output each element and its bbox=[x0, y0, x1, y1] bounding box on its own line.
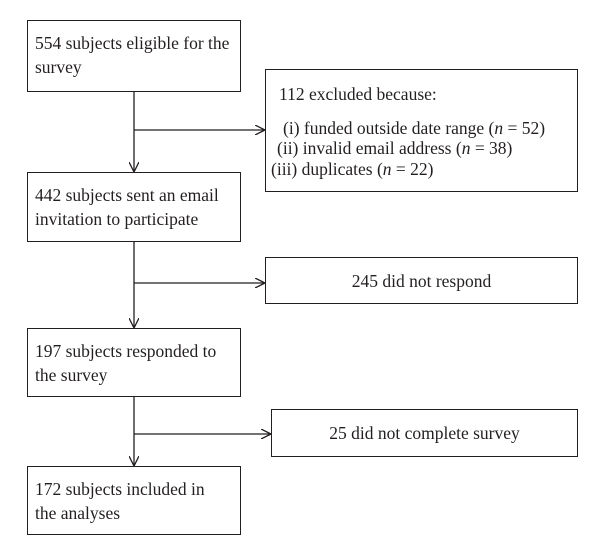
reason-3-value: = 22) bbox=[391, 159, 434, 179]
no-response-box bbox=[265, 257, 578, 304]
reason-1-text: funded outside date range ( bbox=[303, 118, 495, 138]
reason-3-text: duplicates ( bbox=[301, 159, 383, 179]
incomplete-text: 25 did not complete survey bbox=[329, 423, 520, 443]
responded-box bbox=[27, 328, 241, 397]
responded-line2: the survey bbox=[35, 365, 108, 385]
reason-2-n: n bbox=[461, 138, 471, 158]
reason-2-text: invalid email address ( bbox=[302, 138, 462, 158]
excluded-reason-3: (iii) duplicates (n = 22) bbox=[271, 157, 433, 181]
excluded-reason-2: (ii) invalid email address (n = 38) bbox=[277, 136, 512, 160]
excluded-reason-1: (i) funded outside date range (n = 52) bbox=[283, 116, 545, 140]
reason-2-value: = 38) bbox=[470, 138, 513, 158]
eligible-line1: 554 subjects eligible for the bbox=[35, 33, 230, 53]
invited-box bbox=[27, 172, 241, 242]
reason-1-n: n bbox=[494, 118, 504, 138]
reason-1-num: (i) bbox=[283, 118, 300, 138]
analyses-line1: 172 subjects included in bbox=[35, 479, 205, 499]
responded-line1: 197 subjects responded to bbox=[35, 341, 217, 361]
reason-3-n: n bbox=[382, 159, 392, 179]
invited-line2: invitation to participate bbox=[35, 209, 199, 229]
excluded-title: 112 excluded because: bbox=[279, 84, 437, 104]
eligible-line2: survey bbox=[35, 57, 82, 77]
analyses-box bbox=[27, 466, 241, 535]
reason-2-num: (ii) bbox=[277, 138, 299, 158]
incomplete-box bbox=[271, 409, 578, 457]
reason-3-num: (iii) bbox=[271, 159, 298, 179]
invited-line1: 442 subjects sent an email bbox=[35, 185, 219, 205]
reason-1-value: = 52) bbox=[503, 118, 546, 138]
no-response-text: 245 did not respond bbox=[351, 271, 492, 291]
eligible-box bbox=[27, 20, 241, 92]
analyses-line2: the analyses bbox=[35, 503, 121, 523]
excluded-box bbox=[265, 69, 578, 192]
